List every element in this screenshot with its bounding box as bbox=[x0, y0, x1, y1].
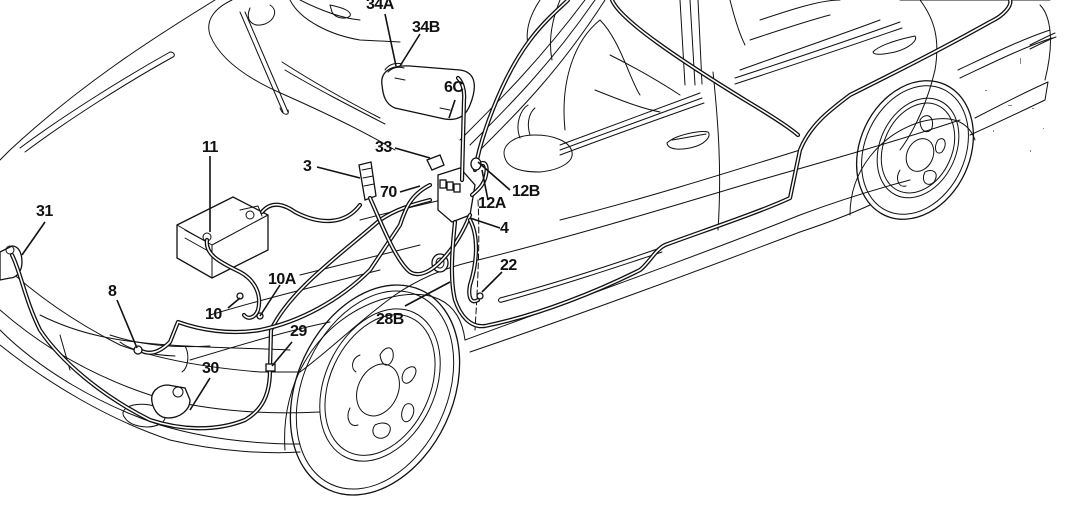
wiper-arm bbox=[239, 11, 289, 115]
rocker-bottom bbox=[469, 204, 871, 353]
hood-edge bbox=[0, 0, 216, 161]
callout-28B: 28B bbox=[376, 311, 404, 328]
callout-34B: 34B bbox=[412, 19, 440, 36]
scan-specks bbox=[985, 58, 1044, 152]
belt-line-rear bbox=[734, 19, 903, 85]
rear-door-rear-seam bbox=[899, 0, 938, 151]
callout-11: 11 bbox=[202, 139, 218, 156]
front-door-rear-seam bbox=[712, 71, 721, 231]
belt-line-front bbox=[559, 92, 705, 156]
body-side-line-2 bbox=[559, 149, 801, 221]
mirror-stalk bbox=[517, 104, 536, 139]
bumper-top bbox=[0, 261, 301, 373]
callout-6C: 6C bbox=[444, 79, 464, 96]
front-door-handle bbox=[666, 131, 710, 150]
side-mirror bbox=[503, 134, 573, 173]
sill-molding bbox=[498, 247, 663, 303]
front-seat bbox=[563, 19, 681, 131]
callout-12A: 12A bbox=[478, 195, 506, 212]
fuse-relay-module bbox=[358, 161, 377, 201]
callout-29: 29 bbox=[290, 323, 307, 340]
rear-quarter-body bbox=[957, 29, 1053, 79]
cowl bbox=[247, 0, 401, 43]
hood-crease bbox=[208, 0, 396, 151]
front-wheel-arch bbox=[284, 293, 466, 451]
rear-door-handle bbox=[872, 35, 917, 55]
callout-3: 3 bbox=[303, 158, 312, 175]
callout-10A: 10A bbox=[268, 271, 296, 288]
wiper-blade bbox=[281, 61, 386, 125]
callout-70: 70 bbox=[380, 184, 397, 201]
callout-4: 4 bbox=[500, 220, 509, 237]
rear-quarter-top bbox=[899, 0, 1051, 81]
front-wheel bbox=[289, 284, 461, 496]
rear-wheel bbox=[855, 80, 975, 220]
bumper-mid bbox=[0, 309, 321, 414]
rear-quarter-strip bbox=[1029, 32, 1057, 50]
rear-seat bbox=[729, 0, 841, 46]
callout-33: 33 bbox=[375, 139, 392, 156]
cowl-2 bbox=[299, 0, 361, 21]
hood-strip bbox=[19, 51, 175, 153]
front-door-seam bbox=[474, 199, 480, 331]
body-side-line bbox=[469, 119, 961, 263]
interior-lamp bbox=[381, 62, 475, 121]
callout-34A: 34A bbox=[366, 0, 394, 13]
callout-22: 22 bbox=[500, 257, 517, 274]
bumper-low-2 bbox=[0, 344, 301, 454]
callout-31: 31 bbox=[36, 203, 53, 220]
rear-wheel-arch bbox=[849, 118, 976, 216]
front-sensor-connector bbox=[133, 345, 143, 355]
rear-bumper bbox=[969, 81, 1049, 136]
door-connector bbox=[476, 292, 484, 300]
callout-12B: 12B bbox=[512, 183, 540, 200]
harness-splice bbox=[265, 363, 276, 372]
callout-30: 30 bbox=[202, 360, 219, 377]
leader-lines bbox=[21, 13, 511, 411]
fender-crease bbox=[189, 269, 381, 361]
wiring-harness bbox=[9, 0, 1013, 431]
a-pillar bbox=[459, 0, 606, 151]
right-horn bbox=[151, 384, 191, 419]
junction-block bbox=[426, 154, 476, 223]
battery bbox=[176, 196, 269, 279]
callout-10: 10 bbox=[205, 306, 222, 323]
headlamp bbox=[109, 334, 211, 357]
callout-8: 8 bbox=[108, 283, 117, 300]
